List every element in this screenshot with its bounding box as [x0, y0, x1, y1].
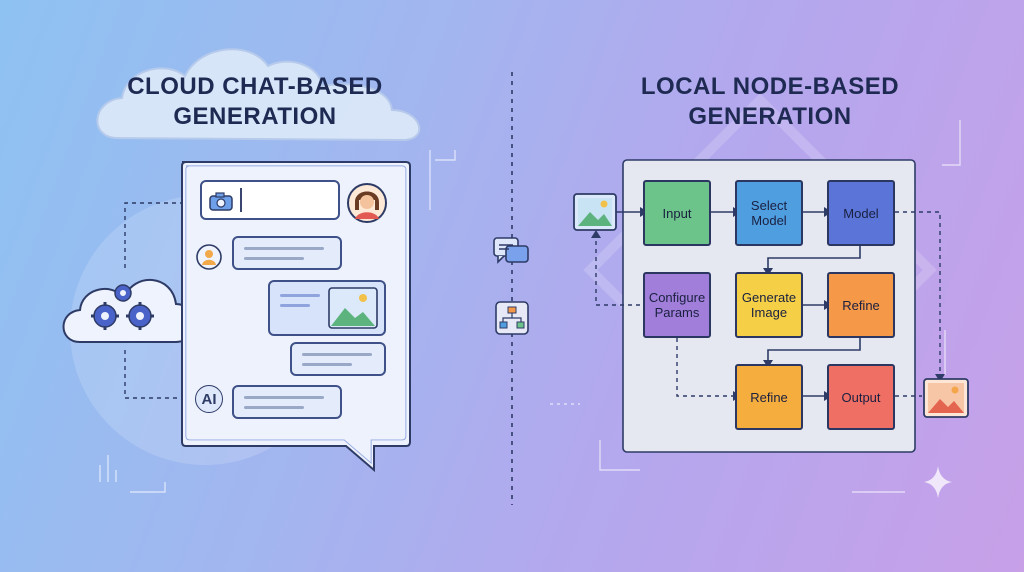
camera-icon — [209, 192, 233, 211]
image-icon — [328, 287, 378, 329]
sparkle-icon — [924, 466, 952, 498]
message-line — [244, 247, 324, 250]
chat-message-user — [232, 236, 342, 270]
message-line — [302, 353, 372, 356]
arrow-refine-to-refine — [767, 338, 861, 362]
dashed-model-to-output-image — [895, 211, 941, 376]
node-select-model[interactable]: Select Model — [735, 180, 803, 246]
person-icon — [196, 244, 222, 270]
cloud-gears-icon — [62, 279, 195, 343]
right-circuit-deco-bottom — [599, 440, 640, 471]
chat-message-reply — [290, 342, 386, 376]
node-generate-image[interactable]: Generate Image — [735, 272, 803, 338]
dashed-configure-to-refine — [676, 338, 733, 397]
ai-label: AI — [201, 390, 217, 408]
node-configure-params[interactable]: Configure Params — [643, 272, 711, 338]
left-circuit-deco — [429, 150, 456, 210]
arrowhead-image-up — [591, 230, 601, 238]
ai-avatar: AI — [195, 385, 223, 413]
message-line — [244, 396, 324, 399]
chat-message-ai — [232, 385, 342, 419]
connector-cloud-camera — [124, 202, 200, 268]
message-line — [244, 257, 304, 260]
arrow-model-to-generate — [767, 246, 861, 270]
prompt-input[interactable] — [200, 180, 340, 220]
user-avatar — [347, 183, 387, 223]
title-cloud — [96, 48, 421, 142]
connector-cloud-ai — [124, 350, 198, 399]
left-title: CLOUD CHAT-BASED GENERATION — [127, 73, 383, 130]
right-title: LOCAL NODE-BASED GENERATION — [640, 73, 900, 130]
flowchart-icon — [495, 301, 529, 335]
arrowhead-out-image — [935, 374, 945, 382]
node-refine-bottom[interactable]: Refine — [735, 364, 803, 430]
chat-bubbles-icon — [493, 237, 529, 264]
message-line — [302, 363, 352, 366]
right-circuit-deco-top — [942, 120, 961, 166]
message-line — [244, 406, 304, 409]
left-bar-deco — [99, 455, 117, 482]
output-image-icon — [923, 378, 969, 418]
dashed-configure-to-image — [595, 236, 640, 306]
node-output[interactable]: Output — [827, 364, 895, 430]
node-refine-top[interactable]: Refine — [827, 272, 895, 338]
node-model[interactable]: Model — [827, 180, 895, 246]
message-line — [280, 294, 320, 297]
node-input[interactable]: Input — [643, 180, 711, 246]
message-line — [280, 304, 310, 307]
text-cursor — [240, 188, 242, 212]
left-dash-deco — [130, 482, 166, 493]
input-image-icon — [573, 193, 617, 231]
